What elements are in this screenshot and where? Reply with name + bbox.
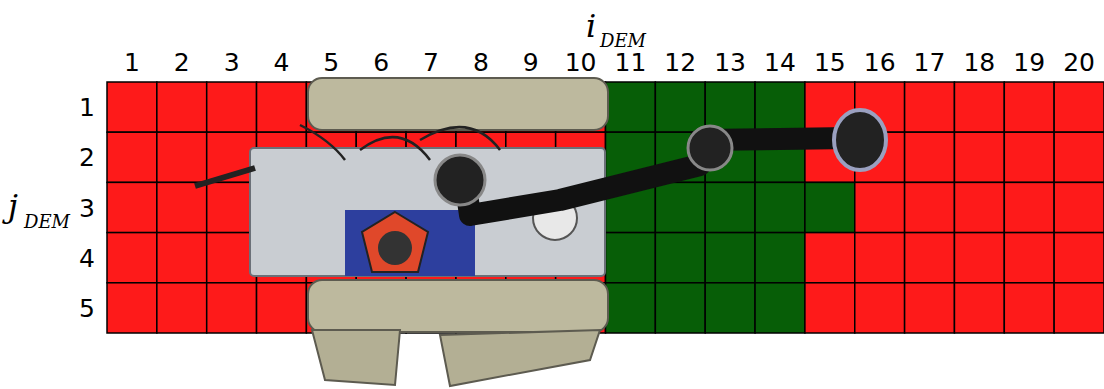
- index-number: 12: [664, 50, 696, 75]
- index-number: 1: [124, 50, 140, 75]
- index-number: 8: [473, 50, 489, 75]
- axis-label: i: [586, 10, 596, 42]
- grid-cell: [157, 132, 207, 182]
- grid-cell: [606, 233, 656, 283]
- grid-cell: [157, 283, 207, 333]
- index-number: 2: [174, 50, 190, 75]
- grid-cell: [257, 82, 307, 132]
- grid-cell: [1004, 132, 1054, 182]
- axis-label: DEM: [24, 213, 70, 231]
- grid-cell: [805, 283, 855, 333]
- robot-panel: [345, 210, 475, 276]
- grid-cell: [107, 132, 157, 182]
- grid-cell: [107, 233, 157, 283]
- grid-cell: [954, 233, 1004, 283]
- grid-cell: [755, 82, 805, 132]
- grid-cell: [107, 283, 157, 333]
- grid-cell: [1054, 283, 1104, 333]
- grid-cell: [655, 233, 705, 283]
- index-number: 15: [814, 50, 846, 75]
- grid-cell: [1004, 283, 1054, 333]
- grid-cell: [107, 82, 157, 132]
- antenna: [195, 168, 255, 186]
- grid-cell: [157, 233, 207, 283]
- grid-cell: [954, 283, 1004, 333]
- grid-cell: [755, 182, 805, 232]
- grid-cell: [207, 283, 257, 333]
- grid-cell: [855, 233, 905, 283]
- grid-cell: [905, 132, 955, 182]
- grid-cell: [606, 283, 656, 333]
- grid-cell: [855, 283, 905, 333]
- grid-cell: [655, 82, 705, 132]
- robot-arm: [465, 138, 850, 215]
- track: [308, 280, 608, 332]
- grid-cell: [705, 283, 755, 333]
- grid-cell: [954, 182, 1004, 232]
- index-number: 2: [79, 145, 95, 170]
- grid-cell: [1004, 82, 1054, 132]
- index-number: 14: [764, 50, 796, 75]
- index-number: 5: [323, 50, 339, 75]
- grid-cell: [855, 182, 905, 232]
- grid-cell: [805, 182, 855, 232]
- index-number: 20: [1063, 50, 1095, 75]
- grid-cell: [606, 82, 656, 132]
- index-number: 4: [274, 50, 290, 75]
- grid-cell: [1054, 132, 1104, 182]
- index-number: 3: [224, 50, 240, 75]
- gripper: [834, 110, 886, 170]
- grid-cell: [157, 82, 207, 132]
- cables: [300, 125, 500, 160]
- grid-cell: [157, 182, 207, 232]
- grid-cell: [705, 233, 755, 283]
- grid-cell: [954, 132, 1004, 182]
- index-number: 19: [1013, 50, 1045, 75]
- index-number: 11: [615, 50, 647, 75]
- index-number: 17: [914, 50, 946, 75]
- track: [308, 78, 608, 130]
- grid-cell: [1004, 233, 1054, 283]
- index-number: 3: [79, 195, 95, 220]
- grid-cell: [905, 233, 955, 283]
- grid-cell: [905, 82, 955, 132]
- index-number: 4: [79, 245, 95, 270]
- index-number: 7: [423, 50, 439, 75]
- grid-cell: [107, 182, 157, 232]
- index-number: 5: [79, 295, 95, 320]
- axis-label: j: [8, 190, 18, 222]
- grid-cell: [905, 283, 955, 333]
- index-number: 6: [373, 50, 389, 75]
- flipper: [312, 330, 400, 385]
- flipper: [440, 330, 600, 386]
- grid-cell: [755, 233, 805, 283]
- arm-joint: [688, 126, 732, 170]
- grid-cell: [655, 182, 705, 232]
- grid-cell: [1054, 182, 1104, 232]
- grid-cell: [805, 233, 855, 283]
- grid-cell: [954, 82, 1004, 132]
- index-number: 9: [523, 50, 539, 75]
- arm-joint: [435, 155, 485, 205]
- grid-cell: [207, 82, 257, 132]
- grid-cell: [1054, 82, 1104, 132]
- camera: [378, 231, 412, 265]
- grid-cell: [755, 283, 805, 333]
- grid-cell: [905, 182, 955, 232]
- grid-cell: [257, 283, 307, 333]
- index-number: 13: [714, 50, 746, 75]
- grid-cell: [1004, 182, 1054, 232]
- camera-mount: [362, 212, 428, 272]
- index-number: 10: [565, 50, 597, 75]
- grid-cell: [1054, 233, 1104, 283]
- index-number: 16: [864, 50, 896, 75]
- grid-cell: [655, 283, 705, 333]
- index-number: 1: [79, 95, 95, 120]
- grid-cell: [705, 182, 755, 232]
- axis-label: DEM: [600, 32, 646, 50]
- index-number: 18: [963, 50, 995, 75]
